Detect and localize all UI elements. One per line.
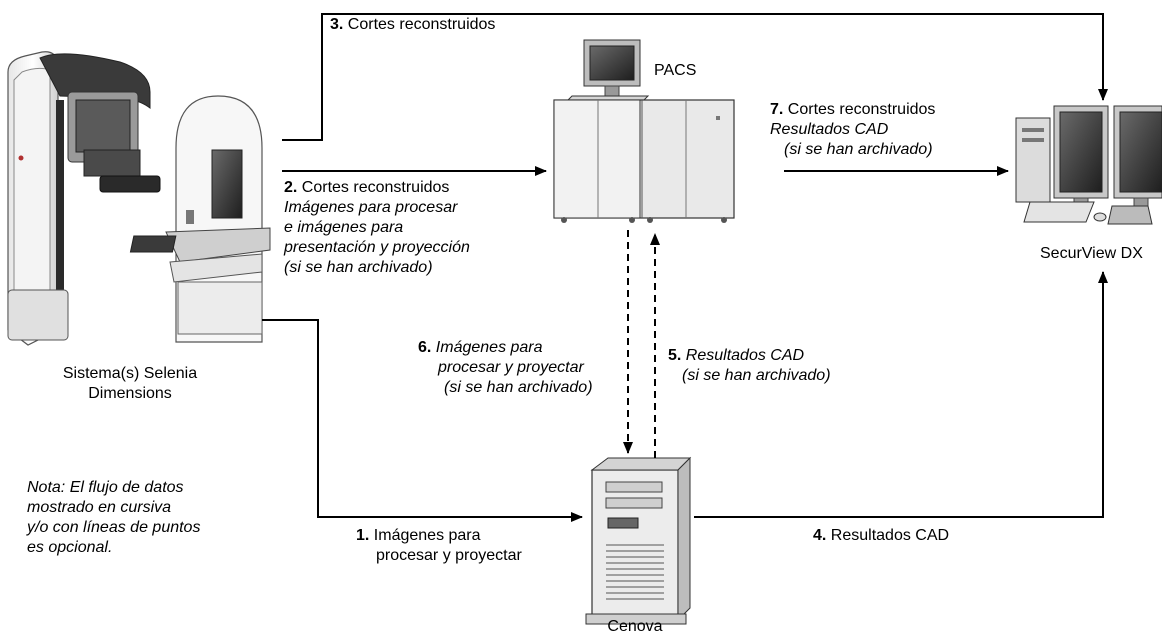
flow-6-label: 6. Imágenes para procesar y proyectar (s… [418, 339, 593, 396]
flow-5-label: 5. Resultados CAD (si se han archivado) [668, 347, 831, 384]
pacs-label: PACS [654, 62, 697, 79]
acquisition-workstation-icon [129, 95, 271, 343]
pacs-server-icon [553, 39, 735, 223]
workstation-icon [1015, 105, 1162, 225]
tower-server-icon [585, 456, 692, 625]
flow-3-label: 3. Cortes reconstruidos [330, 16, 496, 33]
cenova-label: Cenova [607, 618, 663, 635]
connector-4 [694, 271, 1108, 518]
connector-3 [282, 13, 1108, 141]
optional-flow-note: Nota: El flujo de datos mostrado en curs… [27, 479, 201, 556]
flow-2-label: 2. Cortes reconstruidos Imágenes para pr… [284, 179, 470, 276]
mammography-system-icon [7, 51, 161, 346]
flow-1-label: 1. Imágenes para procesar y proyectar [356, 527, 522, 564]
securview-label: SecurView DX [1040, 245, 1143, 262]
selenia-label: Sistema(s) Selenia Dimensions [62, 365, 198, 402]
flow-7-label: 7. Cortes reconstruidos Resultados CAD (… [770, 101, 936, 158]
connector-1 [262, 319, 583, 522]
flow-4-label: 4. Resultados CAD [813, 527, 950, 544]
